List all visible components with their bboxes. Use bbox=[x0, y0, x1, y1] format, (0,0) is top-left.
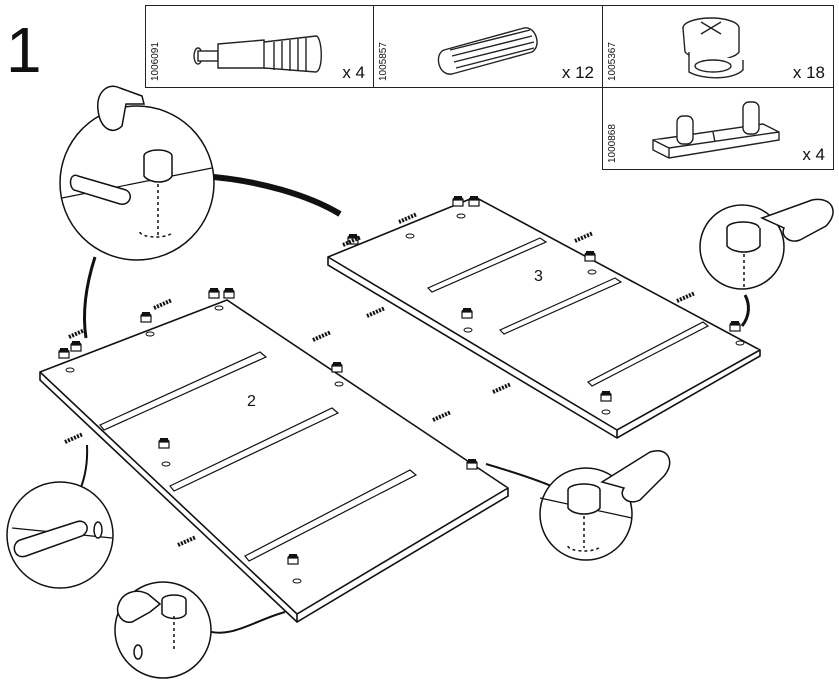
cam-lock-detail-right bbox=[699, 198, 834, 327]
panel-2 bbox=[39, 299, 509, 623]
cam-lock-icon bbox=[682, 17, 744, 79]
part-cell-1006091: 1006091 x 4 bbox=[145, 5, 374, 88]
hand-pointing-icon bbox=[760, 198, 834, 242]
panel-3 bbox=[327, 196, 761, 439]
wooden-dowel-icon bbox=[437, 27, 538, 75]
dowel-insert-detail bbox=[6, 444, 114, 589]
parts-table: 1006091 x 4 1005857 x 12 1005367 x 18 bbox=[145, 5, 834, 170]
cam-bolt-detail bbox=[114, 581, 286, 679]
part-cell-1005367: 1005367 x 18 bbox=[602, 5, 834, 88]
part-cell-1000868: 1000868 x 4 bbox=[602, 87, 834, 170]
cam-lock-detail-bottom bbox=[485, 449, 671, 561]
panel-3-label: 3 bbox=[534, 268, 543, 285]
shelf-support-icon bbox=[652, 101, 780, 159]
hand-pointing-icon bbox=[600, 449, 671, 503]
hand-pointing-icon bbox=[97, 85, 145, 131]
dowel-and-cam-detail bbox=[59, 85, 342, 339]
step-number: 1 bbox=[6, 14, 42, 86]
panel-2-label: 2 bbox=[247, 393, 256, 410]
part-quantity: x 12 bbox=[561, 63, 594, 82]
part-quantity: x 4 bbox=[342, 63, 365, 82]
hand-pointing-icon bbox=[116, 590, 162, 623]
panel-3-rail bbox=[426, 237, 710, 387]
panel-2-rail bbox=[99, 351, 418, 562]
part-cell-1005857: 1005857 x 12 bbox=[373, 5, 603, 88]
part-quantity: x 4 bbox=[802, 145, 825, 164]
part-quantity: x 18 bbox=[792, 63, 825, 82]
cam-bolt-icon bbox=[193, 35, 322, 73]
